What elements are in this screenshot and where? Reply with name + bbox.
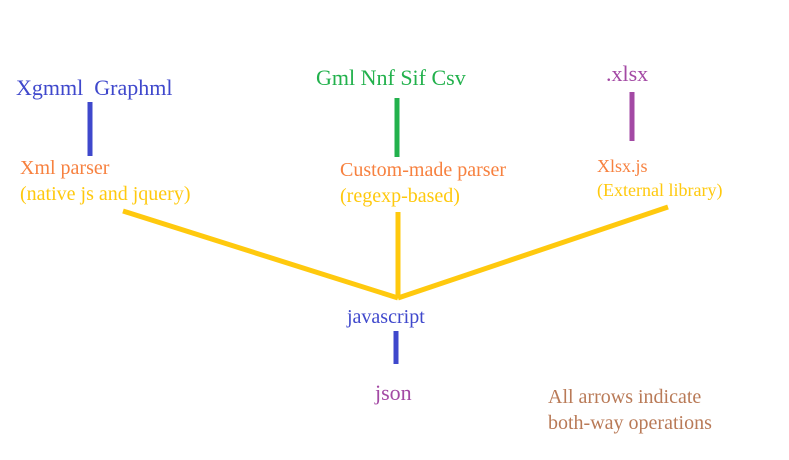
xml-formats-label: Xgmml Graphml — [16, 75, 173, 100]
xml-parser-detail: (native js and jquery) — [20, 183, 191, 205]
xlsxjs-node: Xlsx.js (External library) — [597, 154, 722, 202]
xml-parser-node: Xml parser (native js and jquery) — [20, 155, 191, 207]
xlsx-format-label: .xlsx — [606, 61, 649, 86]
arrows-note: All arrows indicate both-way operations — [548, 384, 712, 436]
xlsxjs-name: Xlsx.js — [597, 156, 648, 176]
xlsxjs-detail: (External library) — [597, 180, 723, 200]
javascript-node: javascript — [347, 306, 425, 328]
custom-parser-node: Custom-made parser (regexp-based) — [340, 157, 506, 209]
arrows-note-line1: All arrows indicate — [548, 386, 702, 408]
arrows-note-line2: both-way operations — [548, 412, 712, 434]
connector-xml-parser-to-javascript — [122, 208, 399, 301]
text-formats-label: Gml Nnf Sif Csv — [316, 65, 466, 90]
connector-xlsxjs-to-javascript — [397, 204, 669, 301]
xml-parser-name: Xml parser — [20, 157, 110, 179]
json-node: json — [375, 380, 412, 405]
custom-parser-detail: (regexp-based) — [340, 185, 460, 207]
custom-parser-name: Custom-made parser — [340, 159, 507, 181]
